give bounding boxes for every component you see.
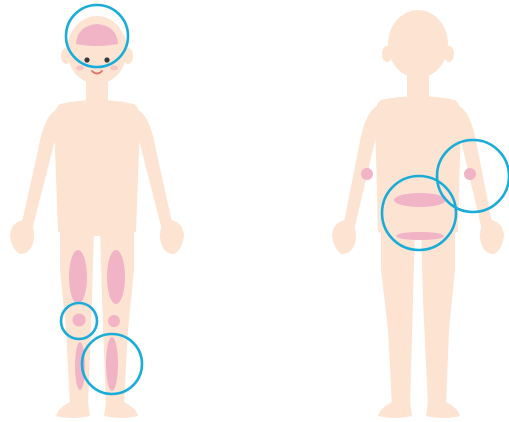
back-left-leg xyxy=(381,228,415,409)
front-right-foot xyxy=(104,402,138,418)
right-cheek xyxy=(110,66,118,71)
front-left-hand xyxy=(10,220,34,254)
right-knee-patch xyxy=(108,315,120,327)
left-thigh-patch xyxy=(69,250,87,304)
front-left-arm xyxy=(22,110,59,232)
back-figure xyxy=(332,10,504,418)
front-right-hand xyxy=(160,220,184,254)
back-left-hand xyxy=(332,220,356,254)
left-elbow-patch xyxy=(361,168,373,180)
back-head xyxy=(388,10,448,78)
back-torso xyxy=(375,96,461,237)
back-right-foot xyxy=(426,402,460,418)
back-left-foot xyxy=(378,402,412,418)
back-right-ear xyxy=(444,46,454,62)
left-cheek xyxy=(76,66,84,71)
left-knee-patch xyxy=(73,314,86,327)
back-neck xyxy=(407,72,429,100)
front-left-foot xyxy=(56,402,90,418)
back-right-hand xyxy=(480,220,504,254)
right-shin-patch xyxy=(106,337,118,391)
left-shin-patch xyxy=(75,342,85,390)
right-thigh-patch xyxy=(107,250,125,304)
front-right-arm xyxy=(136,110,173,232)
back-left-ear xyxy=(382,46,392,62)
lower-back-patch xyxy=(394,193,446,207)
front-torso xyxy=(54,100,140,236)
front-figure xyxy=(10,16,184,418)
right-eye xyxy=(104,57,109,62)
back-left-arm xyxy=(344,106,380,232)
right-elbow-patch xyxy=(464,168,476,180)
buttocks-patch xyxy=(396,232,444,240)
left-eye xyxy=(84,57,89,62)
back-right-leg xyxy=(421,228,455,409)
